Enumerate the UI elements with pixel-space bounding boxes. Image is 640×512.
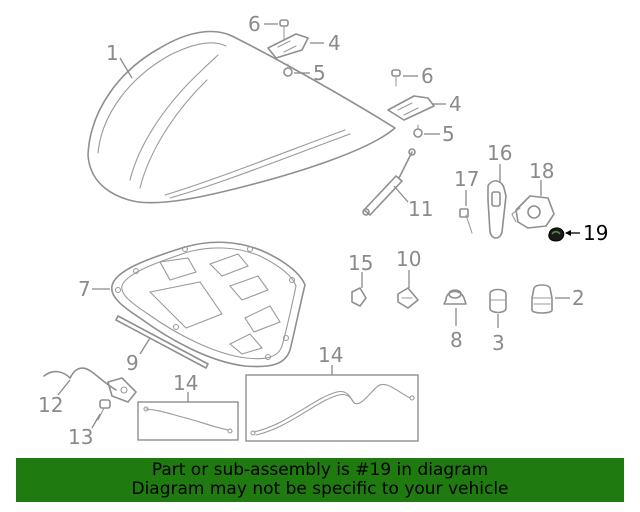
callout-12[interactable]: 12 bbox=[38, 393, 63, 417]
callout-3[interactable]: 3 bbox=[492, 331, 505, 355]
banner-line-2: Diagram may not be specific to your vehi… bbox=[131, 479, 509, 499]
callout-17[interactable]: 17 bbox=[454, 167, 479, 191]
latch-bolt bbox=[459, 208, 473, 234]
callout-15[interactable]: 15 bbox=[348, 251, 373, 275]
callout-14-right[interactable]: 14 bbox=[318, 343, 343, 367]
hood-inner-panel bbox=[111, 241, 306, 368]
callout-16[interactable]: 16 bbox=[487, 141, 512, 165]
callout-7[interactable]: 7 bbox=[78, 277, 91, 301]
callout-5-upper[interactable]: 5 bbox=[313, 61, 326, 85]
latch-assembly bbox=[511, 195, 555, 229]
hood-panel bbox=[87, 30, 396, 204]
highlighted-part-19[interactable] bbox=[548, 227, 565, 242]
hood-lift-strut bbox=[362, 148, 416, 216]
info-banner: Part or sub-assembly is #19 in diagram D… bbox=[16, 458, 624, 502]
bolt-13 bbox=[97, 399, 111, 421]
bolt-upper bbox=[279, 19, 289, 41]
cable-large bbox=[253, 383, 411, 433]
callout-4-lower[interactable]: 4 bbox=[449, 92, 462, 116]
latch-handle bbox=[487, 180, 507, 239]
clip-15 bbox=[351, 287, 367, 307]
banner-line-1: Part or sub-assembly is #19 in diagram bbox=[151, 460, 489, 480]
bumper-2 bbox=[531, 284, 553, 314]
cable-small bbox=[145, 408, 229, 431]
callout-5-lower[interactable]: 5 bbox=[442, 122, 455, 146]
bumper-3 bbox=[489, 288, 507, 314]
callout-6-upper[interactable]: 6 bbox=[248, 12, 261, 36]
callout-14-left[interactable]: 14 bbox=[173, 371, 198, 395]
callout-13[interactable]: 13 bbox=[68, 425, 93, 449]
callout-18[interactable]: 18 bbox=[529, 159, 554, 183]
cable-box-small bbox=[137, 401, 239, 441]
release-cable bbox=[43, 367, 137, 403]
callout-10[interactable]: 10 bbox=[396, 247, 421, 271]
callout-4-upper[interactable]: 4 bbox=[328, 31, 341, 55]
callout-9[interactable]: 9 bbox=[126, 351, 139, 375]
hinge-lower bbox=[387, 95, 435, 121]
callout-8[interactable]: 8 bbox=[450, 328, 463, 352]
clip-10 bbox=[397, 287, 419, 309]
hinge-upper bbox=[267, 33, 309, 59]
cable-box-large bbox=[245, 374, 419, 442]
callout-1[interactable]: 1 bbox=[106, 41, 119, 65]
callout-2[interactable]: 2 bbox=[572, 286, 585, 310]
hood-seal bbox=[115, 315, 209, 369]
callout-6-lower[interactable]: 6 bbox=[421, 64, 434, 88]
parts-diagram: 1 6 4 5 6 4 5 11 bbox=[38, 12, 608, 449]
callout-11[interactable]: 11 bbox=[408, 197, 433, 221]
nut-lower bbox=[413, 124, 423, 138]
nut-upper bbox=[283, 63, 293, 77]
callout-19[interactable]: 19 bbox=[583, 221, 608, 245]
bumper-8 bbox=[443, 289, 467, 305]
bolt-lower bbox=[391, 69, 401, 87]
